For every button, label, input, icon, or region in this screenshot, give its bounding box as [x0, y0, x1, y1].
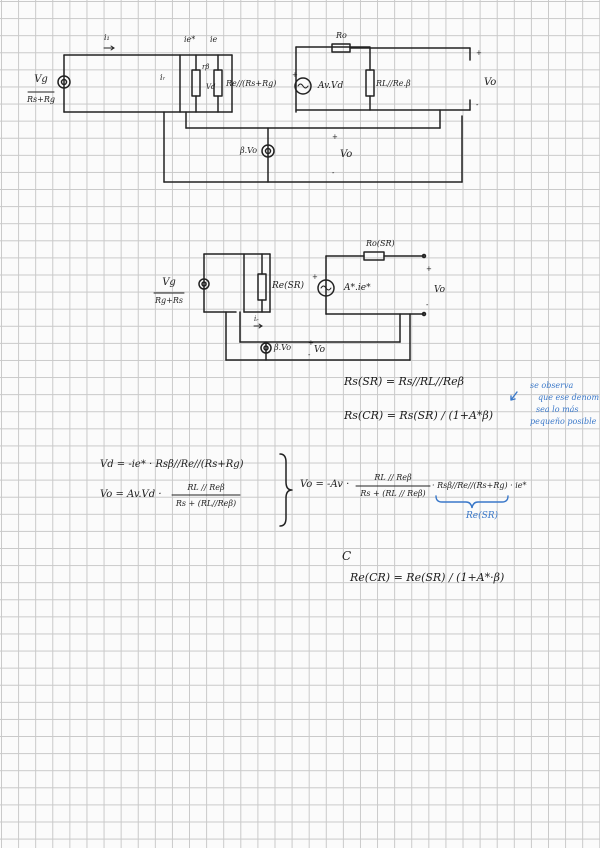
note-line-3: sea lo más	[536, 405, 579, 414]
c1-ro-label: Ro	[336, 31, 347, 40]
eq-vo-numerator: RL // Reβ	[187, 483, 225, 492]
c1-vo-feedback: Vo	[340, 149, 353, 160]
c2-fb-plus: +	[308, 339, 314, 347]
c1-rl-parallel: RL//Re.β	[376, 79, 411, 88]
eq-re-cr: Re(CR) = Re(SR) / (1+A*·β)	[350, 571, 505, 584]
note-line-2: que ese denom	[538, 393, 600, 402]
c1-re-parallel: Re//(Rs+Rg)	[226, 79, 277, 88]
c1-vo-output: Vo	[484, 77, 497, 88]
c2-re-sr: Re(SR)	[272, 281, 305, 291]
c1-vd-label: Vd	[206, 83, 216, 91]
c1-source-denominator: Rs+Rg	[27, 95, 55, 104]
c1-current-i1: i₁	[104, 33, 110, 42]
eq-vo-full-lhs: Vo = -Av ·	[300, 479, 350, 490]
note-line-4: pequeño posible	[530, 417, 597, 426]
c2-vo-output: Vo	[434, 285, 446, 295]
c2-vo-plus: +	[426, 265, 432, 273]
c1-vo-plus: +	[476, 49, 482, 57]
eq-vo-denominator: Rs + (RL//Reβ)	[175, 499, 237, 508]
c2-gain-plus: +	[312, 273, 318, 281]
c2-ir: iᵣ	[254, 315, 259, 323]
c2-source-denominator: Rg+Rs	[155, 296, 183, 305]
c2-gain-source: A*.ie*	[344, 283, 371, 293]
c2-source-numerator: Vg	[162, 277, 176, 288]
c2-beta-vo: β.Vo	[274, 343, 292, 352]
eq-rs-cr: Rs(CR) = Rs(SR) / (1+A*β)	[344, 409, 494, 422]
c1-fb-plus: +	[332, 133, 338, 141]
eq-vo-lhs: Vo = Av.Vd ·	[100, 489, 162, 500]
c1-vo-minus: -	[476, 101, 479, 109]
c1-r-beta: rβ	[202, 63, 210, 71]
c1-gain-plus: +	[292, 71, 298, 79]
c1-gain-source: Av.Vd	[318, 81, 344, 91]
circuit-2-wiring	[198, 251, 427, 361]
c1-current-ie: ie	[210, 35, 218, 44]
c2-vo-minus: -	[426, 301, 429, 309]
c1-current-ie-star: ie*	[184, 35, 196, 44]
c-mark: C	[342, 549, 352, 563]
eq-under-brace: Re(SR)	[466, 511, 499, 521]
note-line-1: se observa	[530, 381, 574, 390]
eq-vo-full-tail: · Rsβ//Re//(Rs+Rg) · ie*	[432, 481, 527, 490]
c2-ro-sr: Ro(SR)	[366, 239, 395, 248]
c2-fb-minus: -	[308, 351, 311, 359]
eq-vd: Vd = -ie* · Rsβ//Re//(Rs+Rg)	[100, 459, 244, 470]
c1-current-ir: iᵣ	[160, 73, 166, 82]
eq-vo-full-denominator: Rs + (RL // Reβ)	[360, 489, 426, 498]
c1-source-numerator: Vg	[34, 74, 48, 85]
c1-fb-minus: -	[332, 169, 335, 177]
c2-vo-feedback: Vo	[314, 345, 326, 355]
eq-rs-sr: Rs(SR) = Rs//RL//Reβ	[344, 375, 465, 388]
eq-vo-full-numerator: RL // Reβ	[374, 473, 412, 482]
circuit-1-wiring	[57, 43, 471, 183]
c1-beta-vo: β.Vo	[240, 146, 258, 155]
